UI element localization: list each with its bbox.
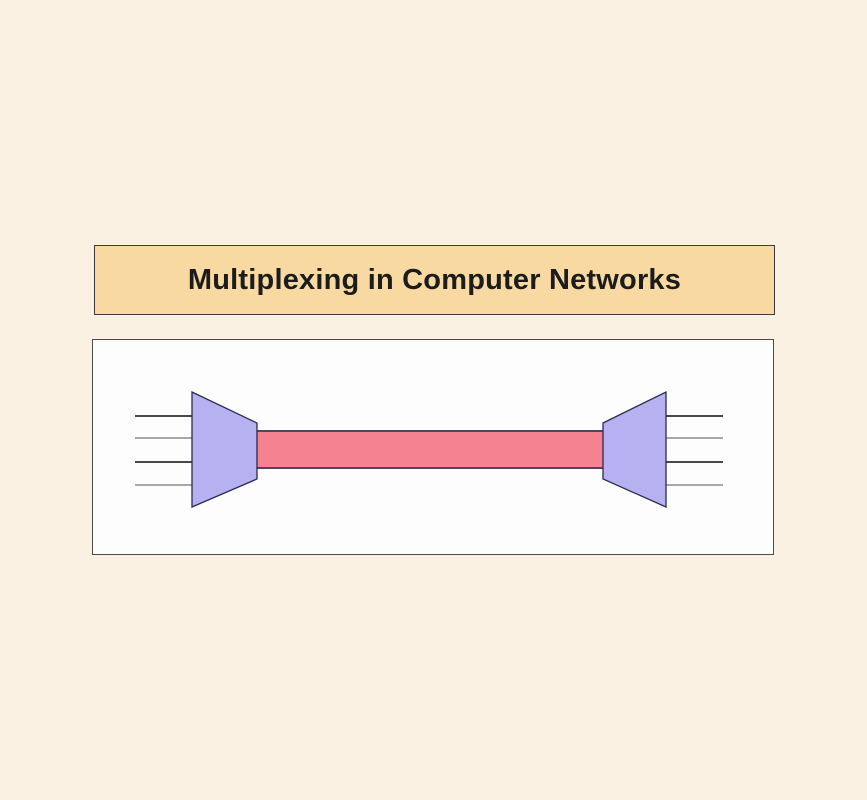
page-title: Multiplexing in Computer Networks xyxy=(187,263,682,296)
demultiplexer-shape xyxy=(602,390,667,509)
multiplexer-shape xyxy=(191,390,258,508)
diagram-panel xyxy=(92,339,774,555)
output-lines-group xyxy=(665,415,723,486)
multiplexing-diagram xyxy=(135,390,723,509)
title-box: Multiplexing in Computer Networks xyxy=(94,245,775,315)
input-lines-group xyxy=(135,415,194,486)
shared-channel-bar xyxy=(254,430,606,469)
